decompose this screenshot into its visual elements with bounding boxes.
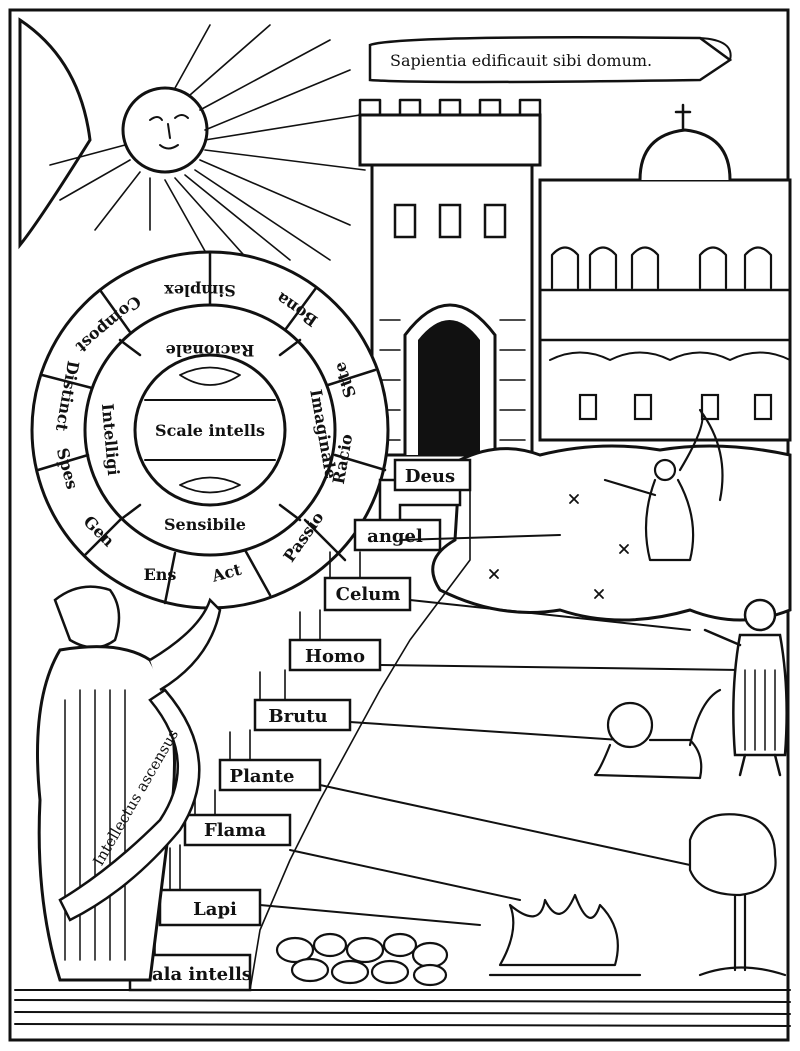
- banner-text: Sapientia edificauit sibi domum.: [390, 51, 652, 70]
- tower: [358, 98, 542, 457]
- flames: [488, 893, 642, 977]
- sun-face: [121, 86, 209, 174]
- step-label: Plante: [230, 766, 295, 787]
- wheel-center-label: Scale intells: [155, 421, 265, 440]
- banner-scroll: Sapientia edificauit sibi domum.: [368, 36, 733, 84]
- tower-doorway: [418, 320, 480, 455]
- wheel-outer-label: Simplex: [164, 281, 236, 300]
- step-label: angel: [367, 526, 423, 547]
- wheel-outer-label: Ens: [144, 565, 177, 584]
- wheel-inner-label: Racionale: [166, 341, 255, 360]
- step-label: Brutu: [268, 706, 327, 727]
- ground-lines: [14, 989, 791, 1027]
- step-label: Lapi: [193, 899, 237, 920]
- wheel-rosette: [179, 366, 241, 494]
- angel: [603, 408, 724, 562]
- scroll-ribbon: [58, 688, 201, 922]
- sun: [18, 17, 366, 263]
- base-label: Scala intells: [128, 964, 252, 985]
- wheel-inner-label: Sensibile: [164, 515, 246, 534]
- level-lines: [259, 534, 741, 926]
- wheel: Scale intells Sensibile Imaginale Racion…: [30, 250, 390, 610]
- step-label: Deus: [405, 466, 455, 487]
- stones: [275, 932, 449, 987]
- standing-man: [703, 598, 788, 777]
- staircase: Deus angel Celum Homo Brutu Plante Flama…: [128, 458, 472, 992]
- palace: [538, 103, 792, 442]
- step-label: Homo: [305, 646, 365, 667]
- step-label: Celum: [336, 584, 401, 605]
- scholar-figure: Intellectus ascensus: [36, 585, 222, 982]
- step-label: Flama: [204, 820, 266, 841]
- lion: [593, 688, 722, 780]
- tree: [688, 813, 787, 977]
